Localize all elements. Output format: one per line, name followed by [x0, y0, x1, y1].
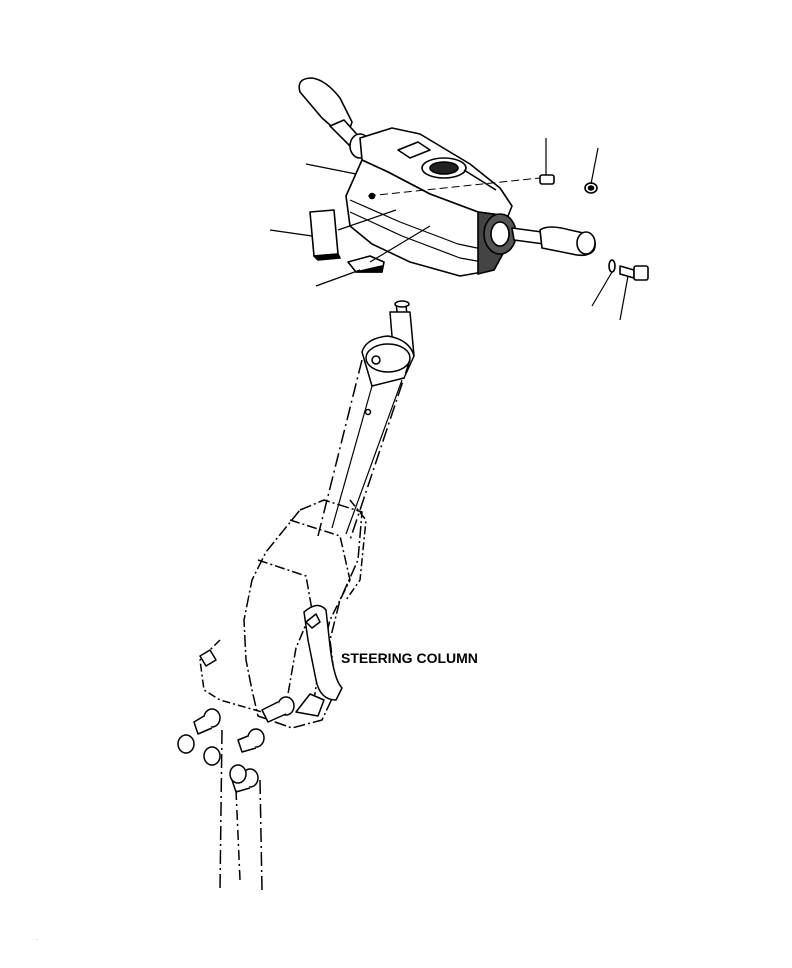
steering-column-label: STEERING COLUMN	[341, 650, 478, 666]
pad-icon	[269, 209, 397, 261]
right-lever-icon	[483, 213, 596, 257]
wedge-icon	[315, 225, 431, 287]
left-lever-icon	[298, 77, 371, 159]
steering-column-icon	[177, 300, 415, 891]
combination-switch-icon	[269, 77, 649, 321]
corner-mark: .	[36, 936, 38, 942]
screw-icon	[539, 138, 599, 194]
pins-icon	[177, 693, 325, 793]
bolt-icon	[591, 259, 649, 321]
